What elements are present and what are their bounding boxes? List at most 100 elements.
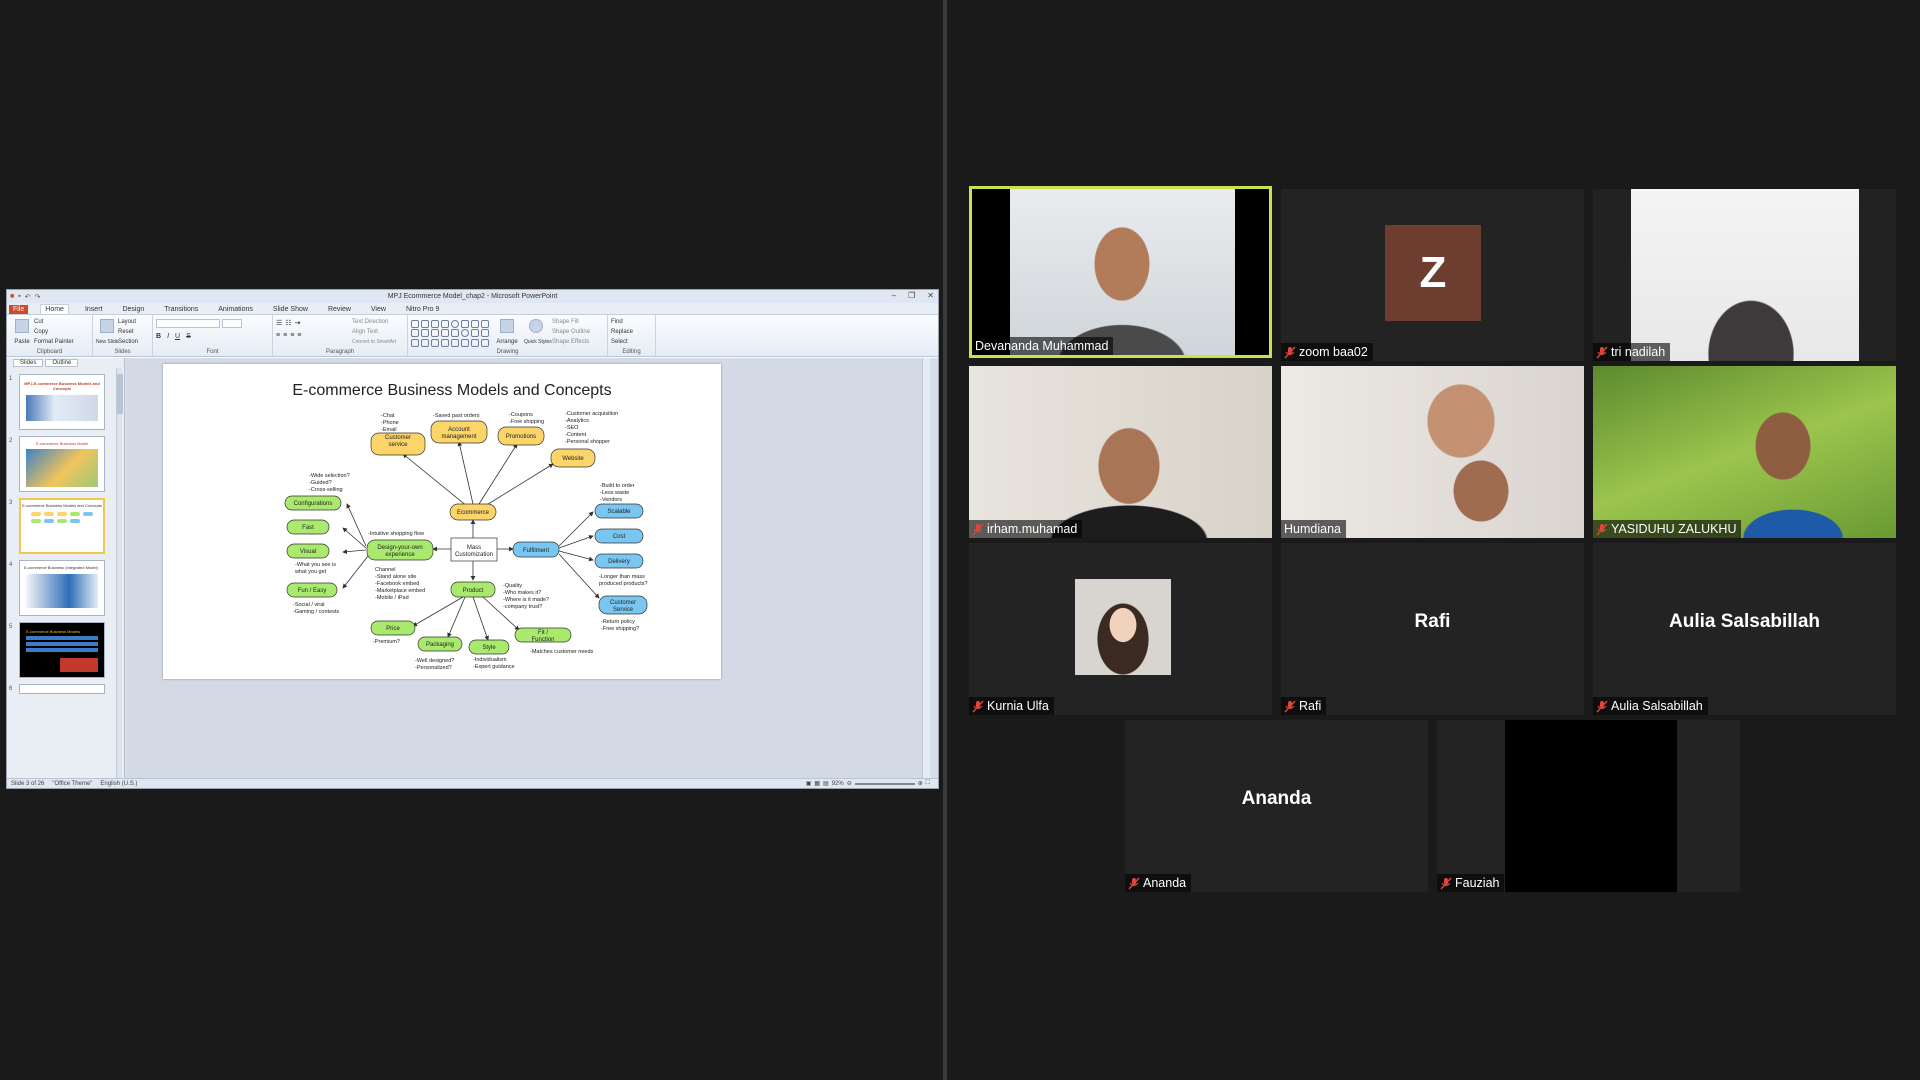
- indent-icon[interactable]: ⇥: [294, 320, 301, 327]
- zoom-level[interactable]: 92%: [831, 780, 844, 787]
- find-button[interactable]: Find: [611, 319, 623, 325]
- shape-fill-button[interactable]: Shape Fill: [552, 319, 579, 325]
- align-text-button[interactable]: Align Text: [352, 329, 378, 335]
- editor-body: Slides Outline 1 MPJ-E-commerce Business…: [7, 358, 938, 778]
- select-button[interactable]: Select: [611, 339, 628, 345]
- text-direction-button[interactable]: Text Direction: [352, 319, 389, 325]
- slide-thumbnail-selected[interactable]: E-commerce Business Models and Concepts: [19, 498, 105, 554]
- tab-nitro[interactable]: Nitro Pro 9: [405, 306, 440, 313]
- svg-text:produced products?: produced products?: [599, 581, 648, 587]
- svg-text:-Guided?: -Guided?: [309, 480, 332, 486]
- bullets-icon[interactable]: ☰: [276, 320, 283, 327]
- font-name-box[interactable]: [156, 319, 220, 328]
- tab-home[interactable]: Home: [40, 304, 69, 314]
- participant-tile[interactable]: Kurnia Ulfa: [969, 543, 1272, 715]
- reading-view-icon[interactable]: ▤: [823, 781, 829, 787]
- cut-button[interactable]: Cut: [34, 319, 44, 325]
- panel-scrollbar[interactable]: [116, 368, 123, 778]
- svg-text:-Build to order: -Build to order: [600, 483, 635, 489]
- new-slide-button[interactable]: New Slide: [96, 339, 119, 345]
- normal-view-icon[interactable]: ▣: [805, 781, 812, 787]
- shape-outline-button[interactable]: Shape Outline: [552, 329, 591, 335]
- participant-tile[interactable]: Humdiana: [1281, 366, 1584, 538]
- smartart-button[interactable]: Convert to SmartArt: [352, 339, 397, 345]
- tab-slide-show[interactable]: Slide Show: [272, 306, 308, 313]
- reset-button[interactable]: Reset: [118, 329, 134, 335]
- undo-icon[interactable]: ↶: [24, 293, 31, 301]
- participant-tile[interactable]: Ananda Ananda: [1125, 720, 1428, 892]
- font-size-box[interactable]: [222, 319, 242, 328]
- paste-button[interactable]: Paste: [14, 339, 30, 345]
- italic-icon[interactable]: I: [167, 333, 170, 340]
- bold-icon[interactable]: B: [156, 333, 162, 340]
- strikethrough-icon[interactable]: S: [186, 333, 191, 340]
- close-icon[interactable]: ✕: [927, 291, 934, 300]
- participant-tile[interactable]: Z zoom baa02: [1281, 189, 1584, 361]
- thumb-number: 2: [9, 438, 13, 444]
- svg-text:-SEO: -SEO: [565, 425, 579, 431]
- arrange-button[interactable]: Arrange: [496, 339, 518, 345]
- align-right-icon[interactable]: ≡: [290, 332, 295, 339]
- tab-review[interactable]: Review: [327, 306, 351, 313]
- vertical-scrollbar[interactable]: [922, 358, 930, 778]
- tab-outline[interactable]: Outline: [45, 359, 79, 367]
- participant-tile-active-speaker[interactable]: Devananda Muhammad: [969, 186, 1272, 358]
- slide-counter: Slide 3 of 26: [11, 780, 45, 787]
- participant-tile[interactable]: YASIDUHU ZALUKHU: [1593, 366, 1896, 538]
- replace-button[interactable]: Replace: [611, 329, 634, 335]
- thumb-number: 5: [9, 624, 13, 630]
- font-label: Font: [206, 349, 219, 355]
- tab-transitions[interactable]: Transitions: [164, 306, 199, 313]
- svg-text:-Vendors: -Vendors: [600, 497, 622, 503]
- restore-icon[interactable]: ❐: [908, 291, 916, 300]
- tab-animations[interactable]: Animations: [218, 306, 253, 313]
- participant-tile[interactable]: irham.muhamad: [969, 366, 1272, 538]
- shape-effects-button[interactable]: Shape Effects: [552, 339, 590, 345]
- participant-tile[interactable]: Fauziah: [1437, 720, 1740, 892]
- zoom-in-icon[interactable]: ⊕: [917, 781, 923, 787]
- justify-icon[interactable]: ≡: [297, 332, 302, 339]
- slide-thumbnail[interactable]: [19, 684, 105, 694]
- slide-thumbnail[interactable]: E-commerce Business (Integrated Model): [19, 560, 105, 616]
- arrange-icon[interactable]: [500, 319, 514, 333]
- tab-file[interactable]: File: [9, 305, 29, 314]
- numbering-icon[interactable]: ☷: [285, 320, 292, 327]
- align-left-icon[interactable]: ≡: [276, 332, 281, 339]
- svg-text:Fulfilment: Fulfilment: [523, 548, 549, 554]
- shapes-gallery[interactable]: [411, 320, 490, 347]
- save-icon[interactable]: ▪: [18, 292, 21, 300]
- fit-slide-icon[interactable]: ⛶: [925, 780, 930, 786]
- format-painter-button[interactable]: Format Painter: [34, 339, 74, 345]
- slide-thumbnail[interactable]: MPJ-E-commerce Business Models and Conce…: [19, 374, 105, 430]
- align-center-icon[interactable]: ≡: [283, 332, 288, 339]
- tab-view[interactable]: View: [370, 306, 386, 313]
- svg-text:Promotions: Promotions: [506, 434, 536, 440]
- zoom-out-icon[interactable]: ⊖: [846, 781, 852, 787]
- tab-design[interactable]: Design: [122, 306, 145, 313]
- quick-styles-button[interactable]: Quick Styles: [524, 339, 552, 345]
- section-button[interactable]: Section: [118, 339, 139, 345]
- zoom-slider[interactable]: [854, 782, 915, 785]
- participant-tile[interactable]: tri nadilah: [1593, 189, 1896, 361]
- tab-insert[interactable]: Insert: [84, 306, 103, 313]
- underline-icon[interactable]: U: [175, 333, 181, 340]
- muted-mic-icon: [1596, 700, 1608, 713]
- sorter-view-icon[interactable]: ▦: [814, 781, 821, 787]
- slide-thumbnail[interactable]: E-commerce Business Model: [19, 436, 105, 492]
- new-slide-icon[interactable]: [100, 319, 114, 333]
- slide-thumbnail[interactable]: E-commerce Business Models: [19, 622, 105, 678]
- tab-slides[interactable]: Slides: [13, 359, 44, 367]
- minimize-icon[interactable]: –: [891, 291, 897, 300]
- participant-tile[interactable]: Rafi Rafi: [1281, 543, 1584, 715]
- layout-button[interactable]: Layout: [118, 319, 137, 325]
- language-indicator[interactable]: English (U.S.): [100, 780, 138, 787]
- node-packaging: Packaging: [417, 636, 463, 652]
- participant-tile[interactable]: Aulia Salsabillah Aulia Salsabillah: [1593, 543, 1896, 715]
- redo-icon[interactable]: ↷: [34, 293, 41, 301]
- svg-text:-What you see is: -What you see is: [295, 562, 336, 568]
- split-divider[interactable]: [943, 0, 947, 1080]
- paste-icon[interactable]: [15, 319, 29, 333]
- quick-styles-icon[interactable]: [529, 319, 543, 333]
- copy-button[interactable]: Copy: [34, 329, 49, 335]
